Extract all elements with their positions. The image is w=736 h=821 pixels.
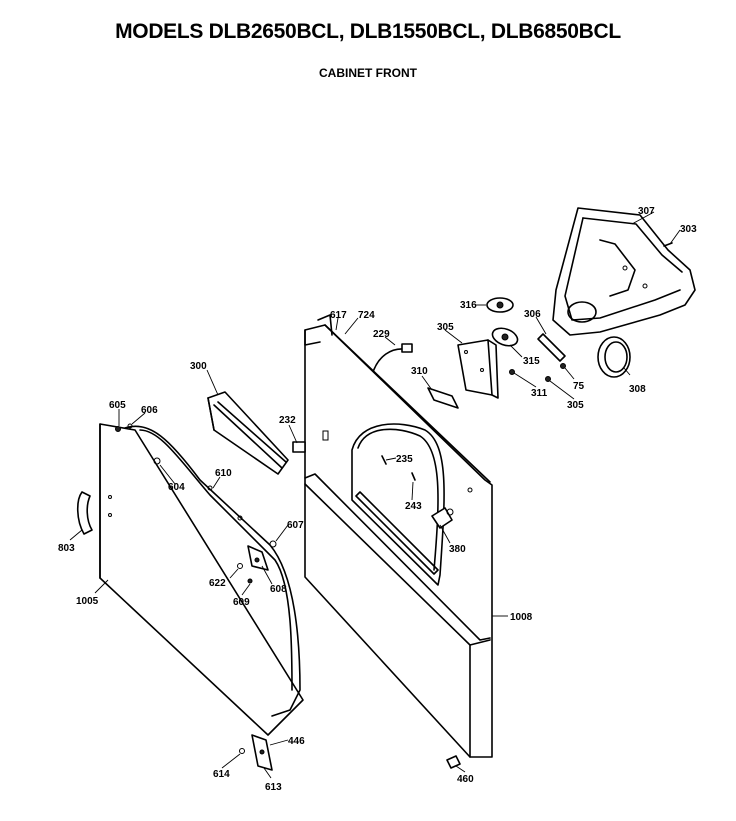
seal-ring-308 [597, 336, 631, 378]
callout-311: 311 [531, 388, 548, 399]
callout-305: 305 [437, 322, 454, 333]
duct-hood-307 [552, 207, 696, 336]
screw-622 [237, 563, 243, 569]
catch-604 [153, 457, 161, 465]
part-243 [411, 472, 416, 481]
callout-604: 604 [168, 482, 185, 493]
clip-306 [537, 333, 566, 362]
callout-613: 613 [265, 782, 282, 793]
screw-235 [381, 455, 387, 465]
screw-311 [509, 369, 515, 375]
callout-232: 232 [279, 415, 296, 426]
callout-1005: 1005 [76, 596, 99, 607]
callout-303: 303 [680, 224, 697, 235]
thermostat-316 [486, 297, 514, 313]
callout-617: 617 [330, 310, 347, 321]
clip-310 [427, 387, 459, 409]
callout-305b: 305 [567, 400, 584, 411]
screw-609 [247, 578, 253, 584]
hinge-446 [251, 734, 273, 771]
screw-614 [239, 748, 245, 754]
callout-1008: 1008 [510, 612, 533, 623]
door-inner-610 [124, 425, 301, 717]
callout-610: 610 [215, 468, 232, 479]
callout-310: 310 [411, 366, 428, 377]
callout-606: 606 [141, 405, 158, 416]
screw-75 [560, 363, 566, 369]
bracket-305 [457, 339, 499, 399]
wire-harness-229 [371, 348, 405, 376]
leader-lines [69, 211, 681, 779]
hinge-608 [247, 545, 269, 571]
callout-609: 609 [233, 597, 250, 608]
duct-300 [207, 391, 289, 475]
callout-243: 243 [405, 501, 422, 512]
callout-380: 380 [449, 544, 466, 555]
foot-460 [446, 755, 461, 769]
thermostat-315 [491, 327, 519, 347]
page-title: MODELS DLB2650BCL, DLB1550BCL, DLB6850BC… [115, 20, 621, 43]
callout-300: 300 [190, 361, 207, 372]
callout-622: 622 [209, 578, 226, 589]
callout-labels: 307 303 617 724 229 316 305 306 300 310 … [58, 206, 697, 793]
callout-306: 306 [524, 309, 541, 320]
callout-316: 316 [460, 300, 477, 311]
wire-connector [401, 343, 413, 353]
callout-605: 605 [109, 400, 126, 411]
callout-614: 614 [213, 769, 230, 780]
callout-460: 460 [457, 774, 474, 785]
callout-724: 724 [358, 310, 375, 321]
callout-608: 608 [270, 584, 287, 595]
screw-305b [545, 376, 551, 382]
callout-308: 308 [629, 384, 646, 395]
callout-446: 446 [288, 736, 305, 747]
switch-232 [292, 441, 306, 453]
callout-315: 315 [523, 356, 540, 367]
screw-605 [115, 426, 121, 432]
callout-607: 607 [287, 520, 304, 531]
washer-606 [127, 423, 133, 429]
door-panel-1005 [99, 423, 304, 736]
callout-75: 75 [573, 381, 585, 392]
part-607 [269, 540, 277, 548]
page-subtitle: CABINET FRONT [319, 66, 417, 80]
callout-229: 229 [373, 329, 390, 340]
callout-235: 235 [396, 454, 413, 465]
switch-380 [431, 507, 454, 529]
callout-307: 307 [638, 206, 655, 217]
handle-803 [76, 491, 93, 535]
callout-803: 803 [58, 543, 75, 554]
